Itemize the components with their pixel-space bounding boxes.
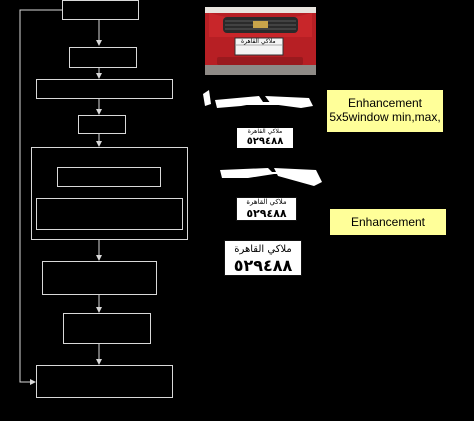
car-front-image: [205, 7, 316, 75]
car-photo: ملاكي القاهرة: [205, 7, 316, 75]
plate-extracted-small: ملاكي القاهرة ٥٢٩٤٨٨: [236, 197, 297, 221]
callout-enhancement: Enhancement: [330, 209, 446, 235]
step-box-1: [62, 0, 139, 20]
bypass-line: [19, 9, 62, 385]
callout-enhancement-minmax-line1: Enhancement: [347, 96, 423, 110]
step-box-8: [36, 365, 173, 398]
step-box-5b: [36, 198, 183, 230]
binarized-image-2: [218, 160, 324, 188]
step-box-3: [36, 79, 173, 99]
car-plate-text: ملاكي القاهرة: [241, 38, 276, 45]
callout-enhancement-minmax: Enhancement 5x5window min,max,: [327, 90, 443, 132]
step-box-4: [78, 115, 126, 134]
step-box-5a: [57, 167, 161, 187]
binarized-image-1: ملاكي القاهرة ٥٢٩٤٨٨: [201, 86, 319, 148]
binarized-edges-2: [220, 168, 322, 186]
step-box-7: [63, 313, 151, 344]
binarized-edges: [203, 90, 313, 108]
plate-extracted-large: ملاكي القاهرة ٥٢٩٤٨٨: [224, 240, 302, 276]
step-box-6: [42, 261, 157, 295]
callout-enhancement-minmax-line2: 5x5window min,max,: [329, 110, 441, 124]
binarized-plate-1: ملاكي القاهرة ٥٢٩٤٨٨: [237, 128, 293, 148]
step-box-2: [69, 47, 137, 68]
callout-enhancement-label: Enhancement: [350, 215, 426, 229]
